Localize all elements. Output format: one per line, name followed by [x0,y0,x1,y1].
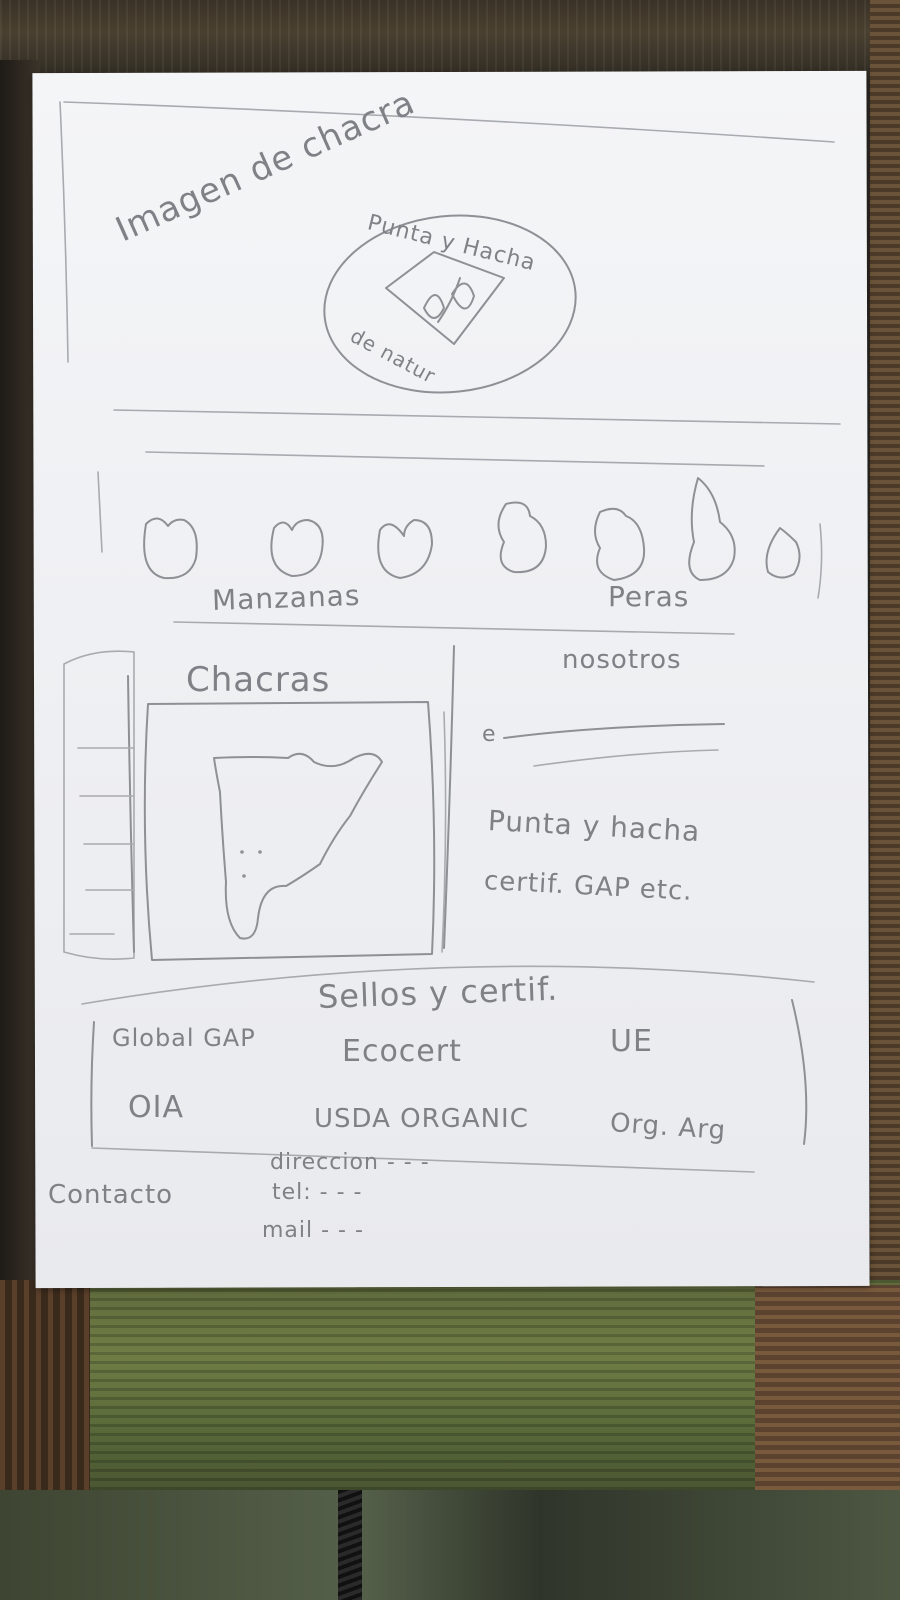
fruits-right-border [817,523,823,599]
map-frame [143,701,436,961]
logo-leaf-2 [451,282,475,310]
pencil-sketch [59,101,841,1173]
map-dot-2 [258,850,262,854]
logo-circle [323,214,577,394]
nosotros-line-a [503,723,725,739]
nosotros-line-b [533,749,719,767]
bottom-fabric [0,1490,900,1600]
mat-edge-right [755,1285,900,1490]
table-surface-top [0,0,900,80]
map-frame-right [441,711,447,953]
chacras-title: Chacras [186,660,331,700]
pear-icon-2 [594,507,646,581]
chacras-box [63,650,135,960]
cert-badge-ecocert[interactable]: Ecocert [342,1034,462,1069]
pears-label[interactable]: Peras [608,580,690,613]
hero-left-border [59,101,69,363]
fruits-left-border [97,471,103,553]
pear-icon-1 [497,501,547,574]
contact-email[interactable]: mail - - - [262,1218,364,1243]
hero-top-line [63,101,835,143]
logo-diamond [385,251,505,345]
apple-icon-1 [143,517,198,580]
table-surface-right [870,0,900,1300]
apple-icon-3 [377,519,433,579]
chacras-left-rail [127,675,135,953]
woven-mat [0,1280,900,1490]
nosotros-title: nosotros [562,645,682,675]
middle-divider [443,645,455,949]
hero-bottom-line [113,409,841,425]
cert-badge-oia[interactable]: OIA [128,1090,184,1125]
certs-left-border [90,1021,95,1147]
certs-top-line [81,965,815,1005]
logo-leaf-1 [423,294,445,319]
certs-right-border [791,999,808,1145]
cert-badge-globalgap[interactable]: Global GAP [112,1024,256,1052]
map-dot-3 [242,874,246,878]
mat-edge-left [0,1280,90,1490]
cert-badge-usda-organic[interactable]: USDA ORGANIC [314,1104,529,1134]
logo-stem [437,277,461,323]
black-cord [338,1490,362,1600]
certs-bottom-line [91,1147,755,1173]
apples-label[interactable]: Manzanas [211,578,361,617]
middle-top-line [173,621,735,635]
map-shape [213,752,383,940]
pear-icon-4 [765,527,801,579]
contact-label: Contacto [48,1180,174,1210]
nosotros-bullet: e [482,722,497,747]
fruits-top-line [145,451,765,467]
contact-phone[interactable]: tel: - - - [272,1180,363,1205]
apple-icon-2 [270,519,324,577]
cert-badge-ue[interactable]: UE [610,1024,653,1059]
contact-address[interactable]: direccion - - - [270,1150,430,1175]
map-dot-1 [240,850,244,854]
pear-icon-3 [688,477,736,581]
